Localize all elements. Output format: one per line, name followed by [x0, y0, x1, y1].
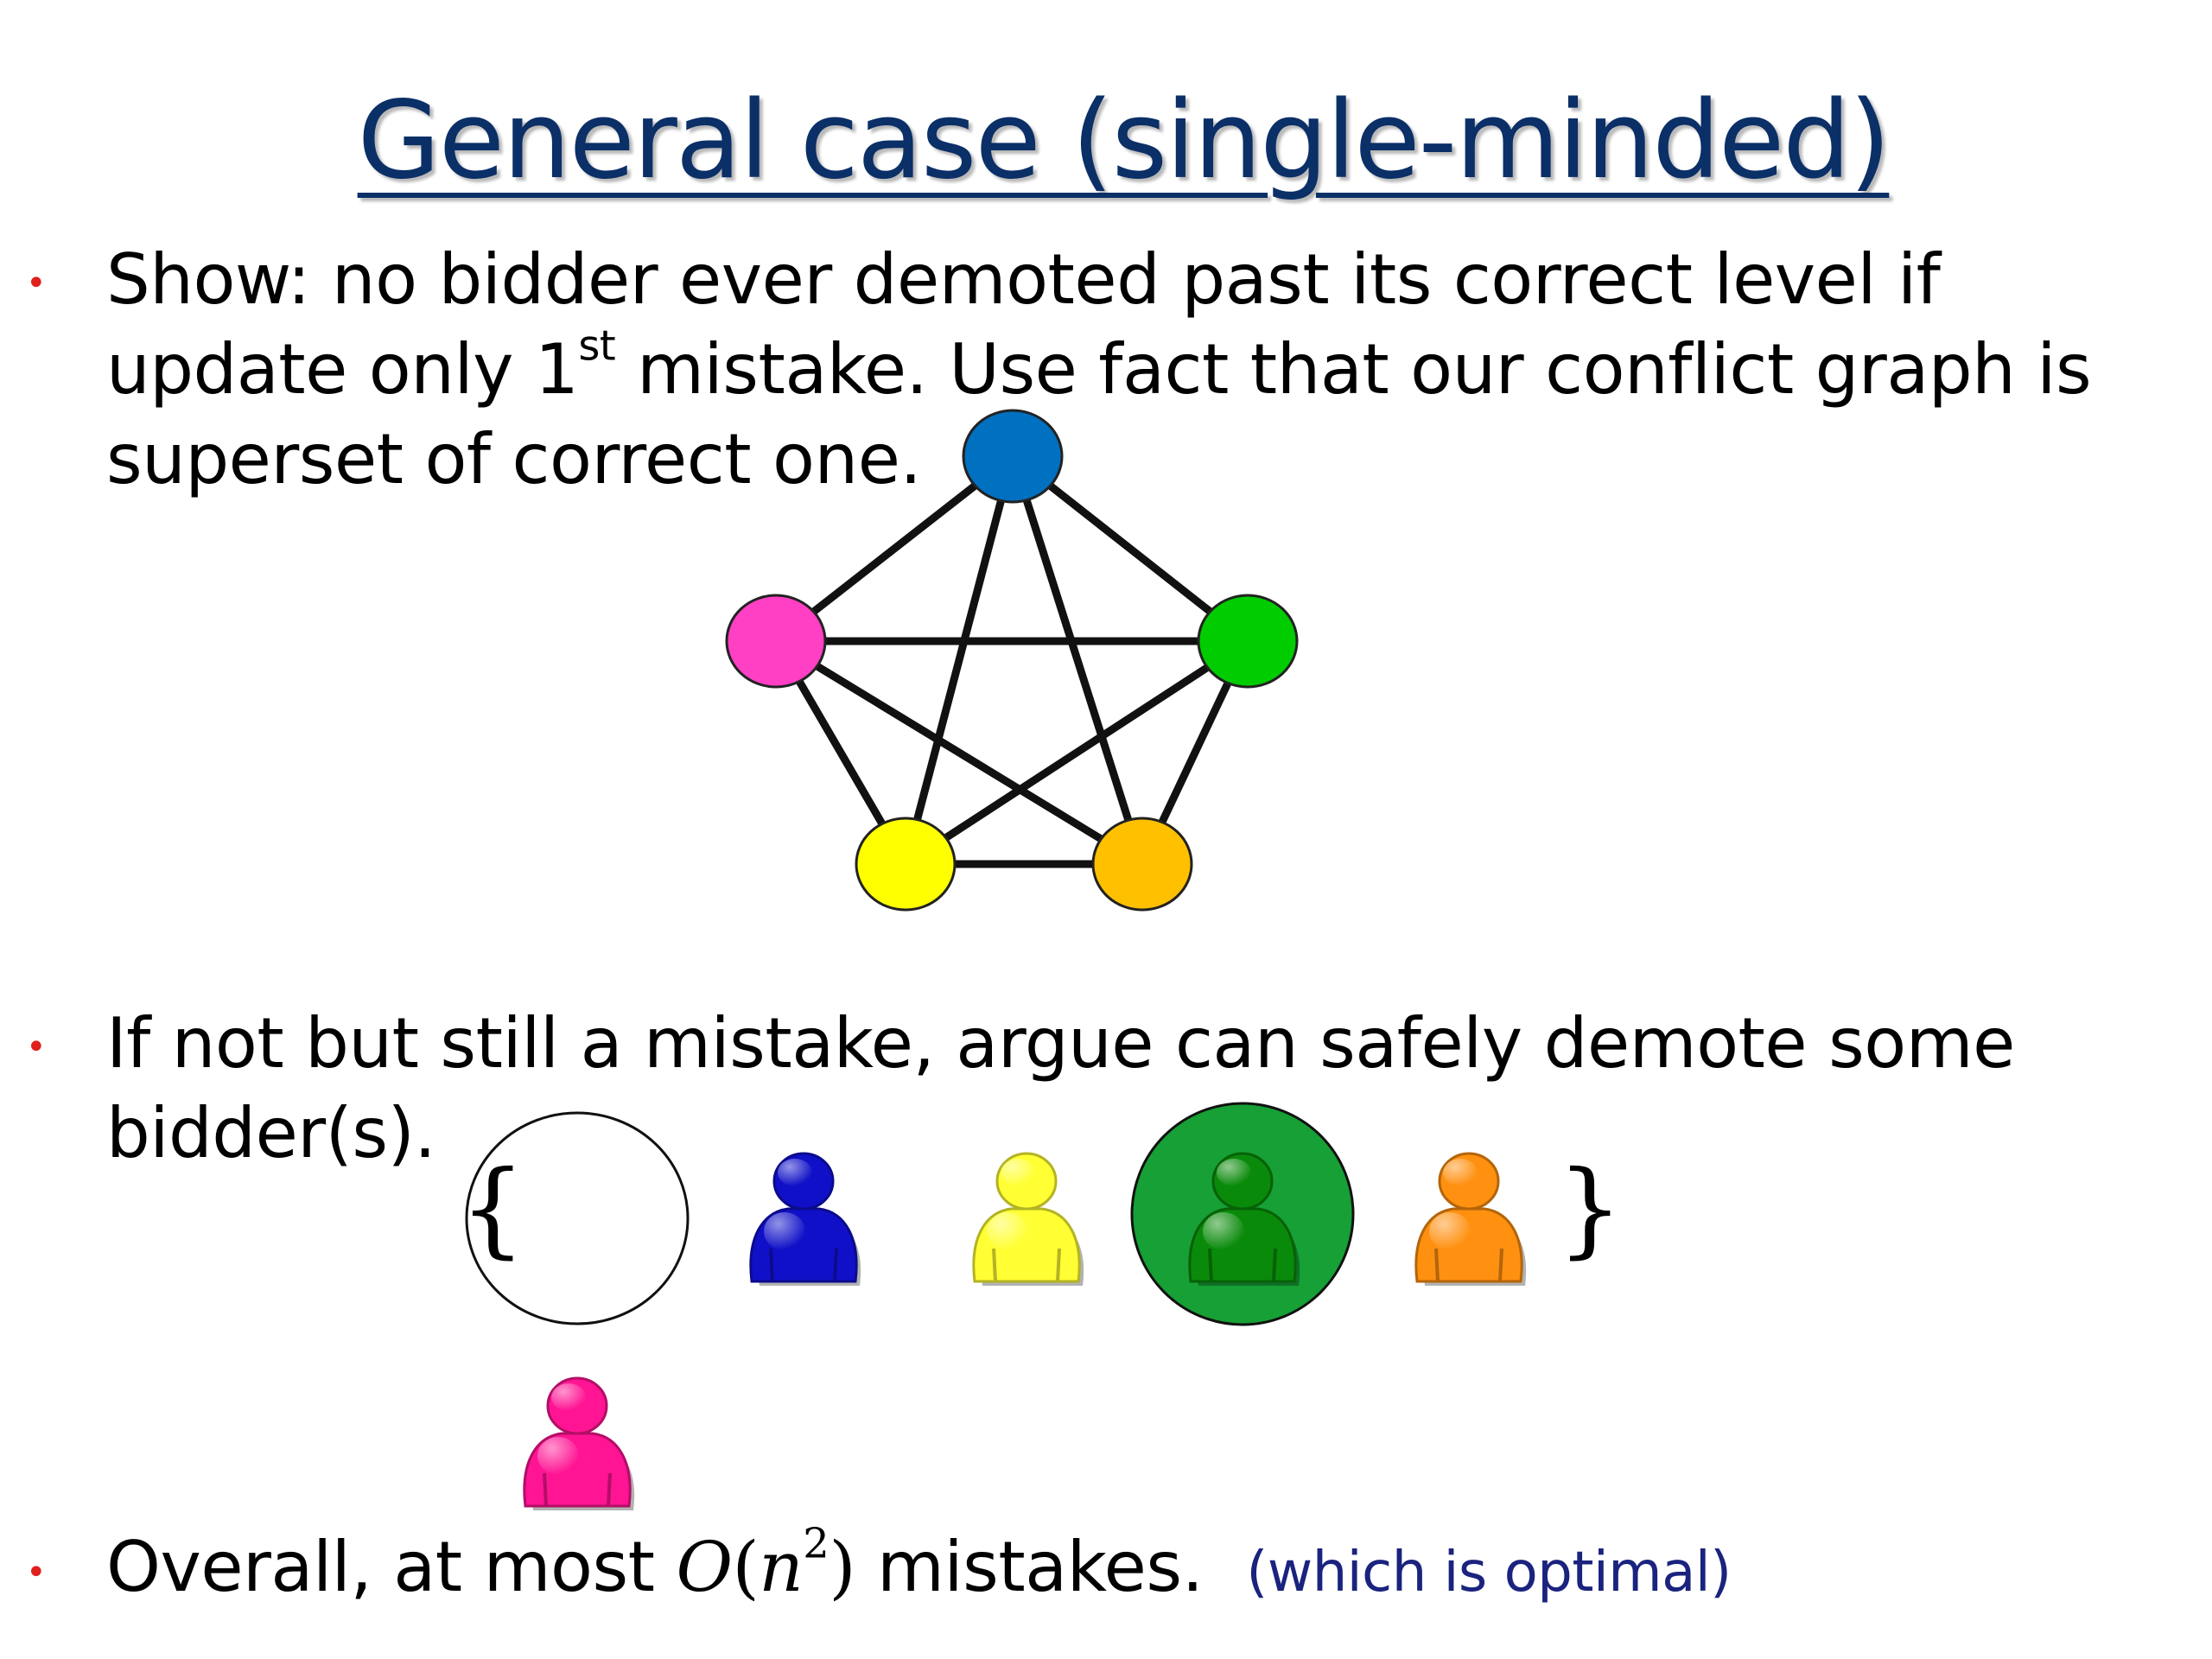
bidder-blue-icon	[749, 1152, 861, 1286]
graph-nodes	[725, 409, 1299, 912]
node-top-blue	[962, 409, 1064, 504]
bidder-green-icon	[1188, 1152, 1300, 1286]
graph-edge-3	[901, 454, 1017, 866]
bullet-marker-3: •	[26, 1553, 47, 1592]
bullet-2-line-1: If not but still a mistake, argue can sa…	[106, 1003, 2015, 1084]
math-close-paren: )	[829, 1527, 856, 1607]
graph-edge-2	[1010, 453, 1250, 645]
math-exponent: 2	[803, 1519, 830, 1568]
graph-edge-7	[773, 638, 1145, 868]
node-left-pink	[725, 594, 827, 689]
optimal-note: (which is optimal)	[1246, 1541, 1732, 1605]
node-right-green	[1197, 594, 1299, 689]
bullet-1-line-2b: mistake. Use fact that our conflict grap…	[615, 329, 2092, 410]
math-open-paren: (	[732, 1527, 760, 1607]
math-O: O	[676, 1527, 733, 1607]
graph-edge-1	[773, 453, 1015, 645]
bullet-3-suffix: mistakes.	[855, 1527, 1204, 1607]
bidder-pink-icon	[523, 1376, 635, 1510]
bullet-3-line: Overall, at most O(n2) mistakes. (which …	[106, 1522, 1732, 1618]
bullet-1-line-2a: update only 1	[106, 329, 579, 410]
bullet-3-prefix: Overall, at most	[106, 1527, 677, 1607]
bidder-icons	[465, 1102, 1527, 1510]
graph-edge-4	[1008, 454, 1147, 866]
node-bottom-right-orange	[1091, 817, 1193, 912]
superscript-st: st	[578, 321, 616, 371]
graph-edge-8	[903, 638, 1250, 868]
open-brace: {	[460, 1149, 525, 1269]
highlight-circle-1	[465, 1111, 690, 1325]
bidder-orange-icon	[1414, 1152, 1527, 1286]
bullet-2-line-2: bidder(s).	[106, 1093, 436, 1173]
slide-title: General case (single-minded)	[357, 79, 1891, 203]
bidder-yellow-icon	[972, 1152, 1084, 1286]
node-bottom-left-yellow	[855, 817, 957, 912]
close-brace: }	[1557, 1149, 1623, 1269]
math-n: n	[759, 1527, 804, 1607]
bullet-1-line-2: update only 1st mistake. Use fact that o…	[106, 321, 2092, 415]
bullet-marker-1: •	[26, 264, 47, 303]
big-o-expression: O(n2)	[676, 1523, 856, 1607]
bullet-1-line-1: Show: no bidder ever demoted past its co…	[106, 239, 1941, 320]
bullet-marker-2: •	[26, 1027, 47, 1067]
bullet-1-line-3: superset of correct one.	[106, 419, 922, 499]
